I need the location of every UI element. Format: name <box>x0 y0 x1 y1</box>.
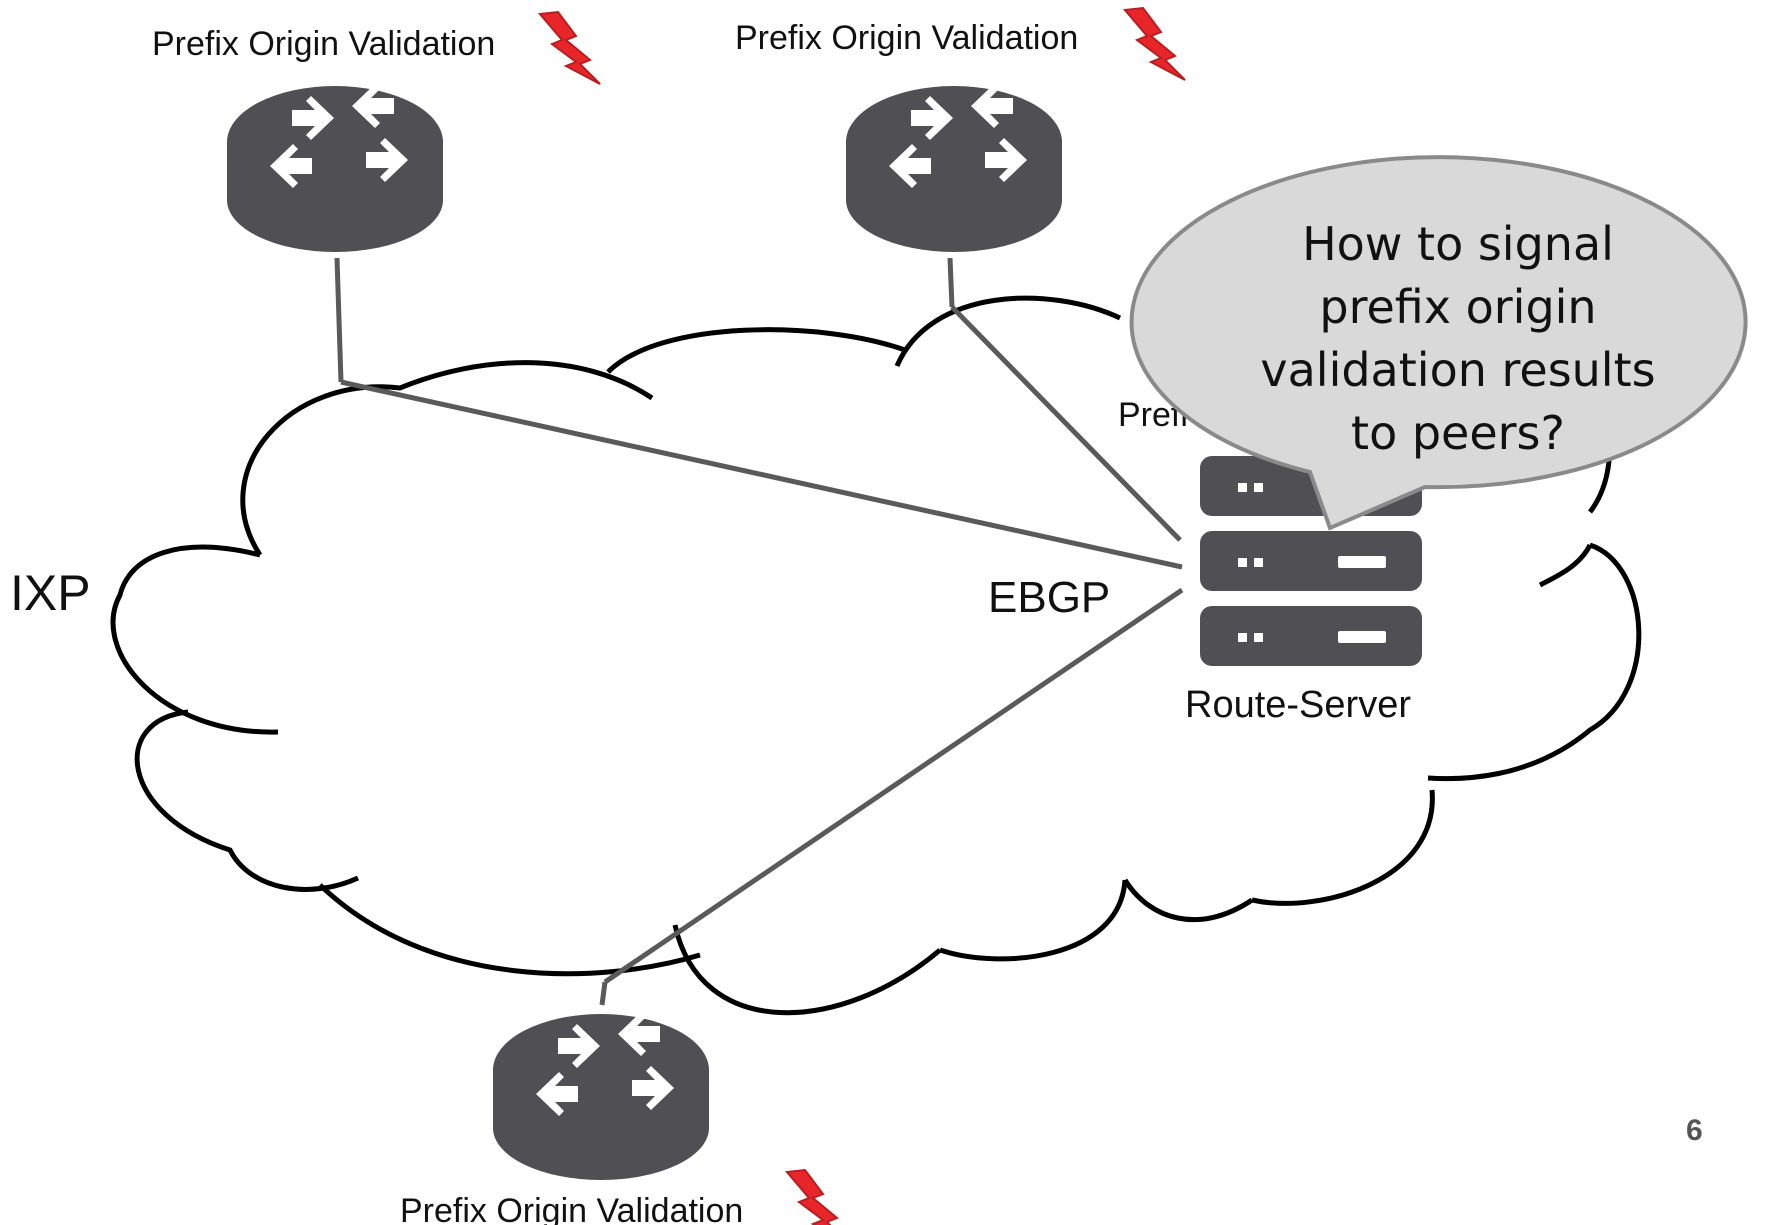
lightning-bolt-icon <box>538 10 601 85</box>
link-top-mid-to-server <box>950 305 1182 542</box>
router-icon <box>846 84 1062 252</box>
page-number: 6 <box>1686 1114 1703 1147</box>
link-top-left-to-server <box>340 379 1183 570</box>
lightning-bolt-icon <box>1123 6 1186 81</box>
pov-label-top-mid: Prefix Origin Validation <box>735 19 1078 57</box>
pov-label-top-left: Prefix Origin Validation <box>152 25 495 63</box>
bubble-line-4: to peers? <box>1351 406 1565 460</box>
bubble-line-3: validation results <box>1260 343 1655 397</box>
pov-label-bottom: Prefix Origin Validation <box>400 1192 743 1225</box>
route-server-label: Route-Server <box>1185 684 1411 726</box>
link-top-left-drop <box>334 257 344 383</box>
link-top-mid-drop <box>947 257 955 308</box>
link-server-to-bottom <box>603 587 1184 985</box>
speech-bubble: How to signal prefix origin validation r… <box>1129 155 1748 531</box>
links <box>334 257 1184 1006</box>
router-icon <box>493 1012 709 1180</box>
ixp-label: IXP <box>10 565 91 621</box>
bubble-line-1: How to signal <box>1302 217 1614 271</box>
link-bottom-drop <box>599 981 608 1006</box>
bubble-line-2: prefix origin <box>1319 280 1596 334</box>
lightning-bolt-icon <box>785 1168 839 1225</box>
router-icon <box>227 84 443 252</box>
ebgp-label: EBGP <box>988 573 1110 622</box>
